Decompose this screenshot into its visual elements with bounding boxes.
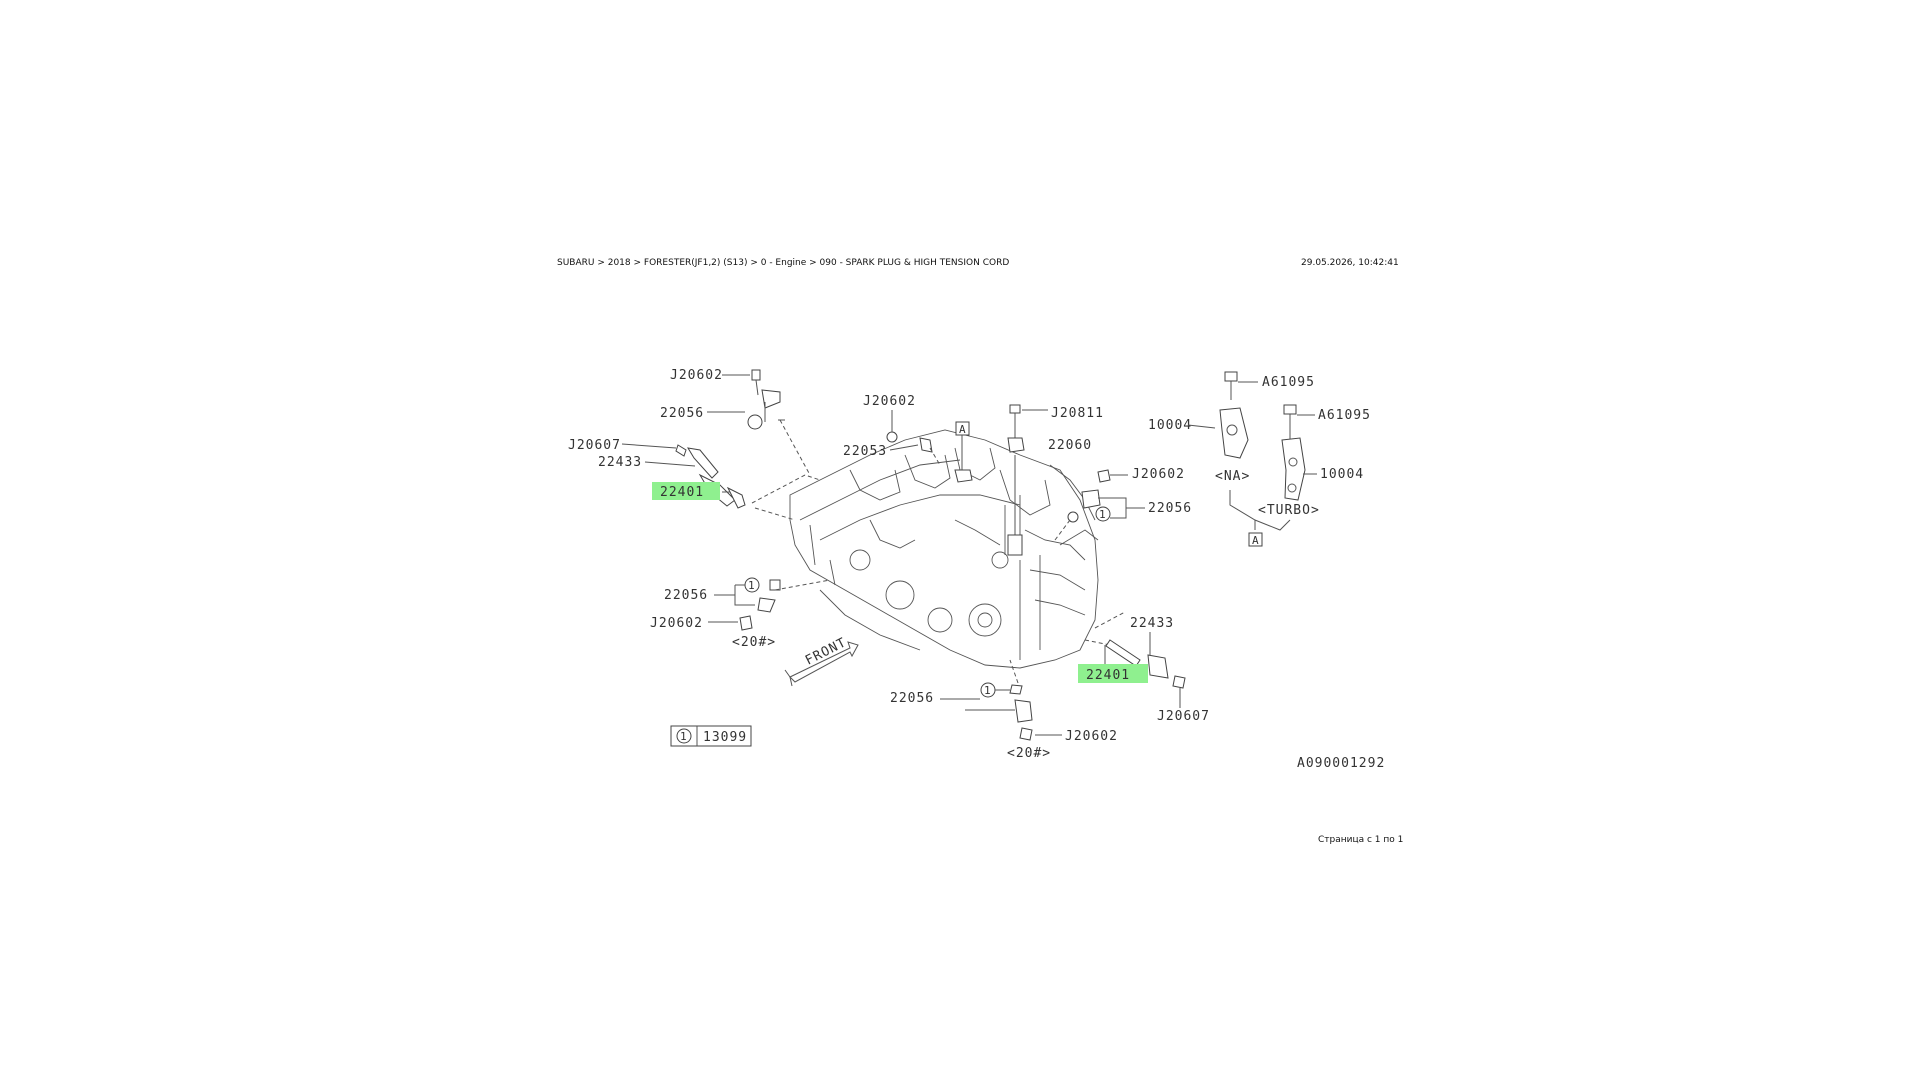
ref-box-a-r (1248, 532, 1263, 547)
top-center-parts: J20602 22053 A (843, 394, 973, 483)
callout-a61095-2: A61095 (1318, 408, 1371, 423)
print-timestamp: 29.05.2026, 10:42:41 (1301, 258, 1399, 268)
callout-a61095-1: A61095 (1262, 375, 1315, 390)
callout-j20602-bl: J20602 (650, 616, 703, 631)
callout-22056-bot: 22056 (890, 691, 934, 706)
callout-22433-r: 22433 (1130, 616, 1174, 631)
legend-part: 13099 (703, 730, 747, 745)
callout-j20602-r: J20602 (1132, 467, 1185, 482)
callout-j20811: J20811 (1051, 406, 1104, 421)
callout-j20607-l: J20607 (568, 438, 621, 453)
label-turbo: <TURBO> (1258, 503, 1320, 518)
label-na: <NA> (1215, 469, 1250, 484)
left-top-parts: J20602 22056 (660, 368, 811, 476)
breadcrumb: SUBARU > 2018 > FORESTER(JF1,2) (S13) > … (557, 258, 1010, 268)
bottom-center-parts: 1 22056 J20602 <20#> (890, 659, 1118, 761)
right-upper-parts: J20602 1 22056 (1054, 467, 1192, 541)
callout-22401-l: 22401 (660, 485, 704, 500)
callout-22433-l: 22433 (598, 455, 642, 470)
callout-22056-tl: 22056 (660, 406, 704, 421)
label-20-l: <20#> (732, 635, 776, 650)
sensor-parts: J20811 22060 (1007, 404, 1104, 556)
callout-22056-r: 22056 (1148, 501, 1192, 516)
ref-a-r: A (1252, 534, 1259, 547)
highlight-22401-l (652, 482, 720, 500)
engine-block (789, 429, 1099, 669)
bracket-assembly: A61095 10004 <NA> A61095 10004 <TURBO> A (1148, 371, 1371, 547)
label-20-b: <20#> (1007, 746, 1051, 761)
legend-number: 1 (680, 730, 687, 743)
callout-22401-r: 22401 (1086, 668, 1130, 683)
callout-j20602-tl: J20602 (670, 368, 723, 383)
bottom-left-parts: 1 22056 J20602 <20#> (650, 577, 831, 650)
callout-j20607-r: J20607 (1157, 709, 1210, 724)
circle-ref-1-bl: 1 (748, 579, 755, 592)
circle-ref-1-r: 1 (1099, 508, 1106, 521)
front-label: FRONT (803, 635, 849, 668)
page-count: Страница с 1 по 1 (1318, 835, 1404, 845)
right-coil-assembly: 22433 22401 J20607 (1078, 611, 1210, 724)
front-arrow: FRONT (784, 635, 859, 687)
callout-22060: 22060 (1048, 438, 1092, 453)
highlight-22401-r (1078, 664, 1148, 683)
left-coil-assembly: J20607 22433 22401 (568, 438, 821, 521)
callout-22053: 22053 (843, 444, 887, 459)
legend-box: 1 13099 (670, 725, 752, 747)
callout-10004-1: 10004 (1148, 418, 1192, 433)
callout-j20602-bot: J20602 (1065, 729, 1118, 744)
callout-j20602-top: J20602 (863, 394, 916, 409)
circle-ref-1-bot: 1 (984, 684, 991, 697)
callout-10004-2: 10004 (1320, 467, 1364, 482)
drawing-id: A090001292 (1297, 756, 1385, 771)
ref-a-top: A (959, 423, 966, 436)
callout-22056-bl: 22056 (664, 588, 708, 603)
